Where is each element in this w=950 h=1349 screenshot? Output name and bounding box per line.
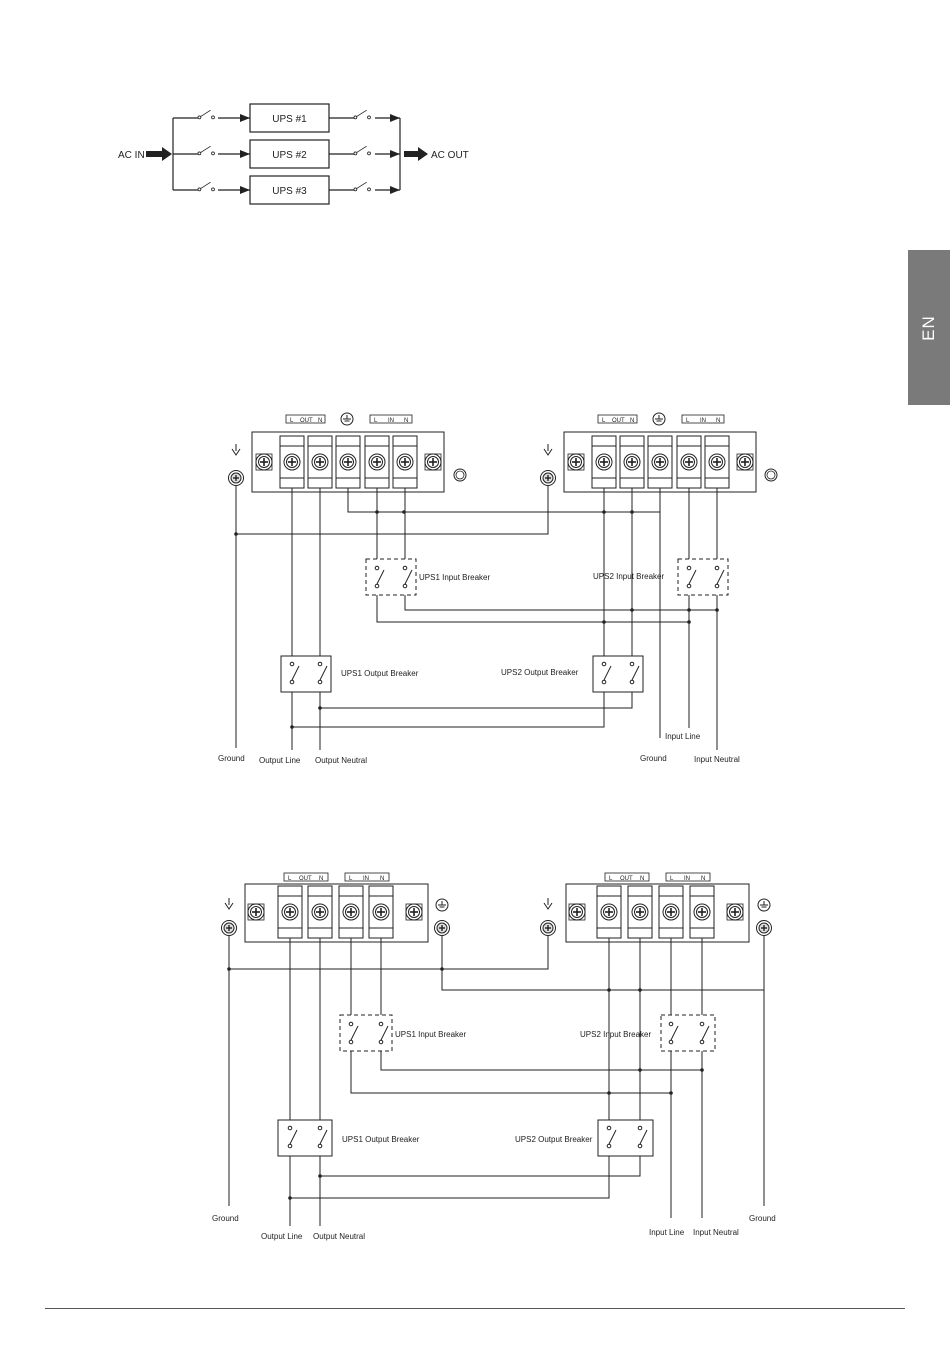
svg-text:L: L [374, 418, 378, 424]
w2-wires [228, 936, 765, 1226]
w2-ups1-terminal-header: L OUT N L IN N [283, 872, 390, 882]
ups-unit-boxes: UPS #1 UPS #2 UPS #3 [249, 103, 330, 205]
svg-text:N: N [630, 418, 634, 424]
w1-ups1-output-breaker-label: UPS1 Output Breaker [341, 669, 419, 678]
ac-out-label: AC OUT [431, 150, 469, 161]
w2-ups1-output-breaker [277, 1119, 333, 1157]
w2-junctions [227, 967, 704, 1200]
w1-ups2-output-breaker-label: UPS2 Output Breaker [501, 668, 579, 677]
svg-text:OUT: OUT [299, 876, 312, 882]
w1-output-line-label: Output Line [259, 756, 301, 765]
w1-input-neutral-label: Input Neutral [694, 755, 740, 764]
svg-text:IN: IN [700, 418, 706, 424]
svg-text:N: N [716, 418, 720, 424]
w1-junctions [234, 510, 719, 729]
svg-text:IN: IN [363, 876, 369, 882]
w1-ups2-input-breaker-label: UPS2 Input Breaker [593, 572, 664, 581]
w2-output-neutral-label: Output Neutral [313, 1232, 365, 1241]
svg-text:OUT: OUT [300, 418, 313, 424]
w1-wires [235, 486, 718, 750]
w2-input-line-label: Input Line [649, 1228, 685, 1237]
w2-ups2-input-breaker [660, 1014, 716, 1052]
w2-ups2-output-breaker [597, 1119, 654, 1157]
svg-text:OUT: OUT [620, 876, 633, 882]
w1-ups2-terminal-block [563, 431, 778, 493]
svg-text:N: N [404, 418, 408, 424]
svg-text:IN: IN [684, 876, 690, 882]
wiring-diagram-2: L OUT N L IN N L OUT N L IN N [212, 872, 776, 1241]
svg-text:L: L [288, 876, 292, 882]
w2-ups1-output-breaker-label: UPS1 Output Breaker [342, 1135, 420, 1144]
svg-text:N: N [380, 876, 384, 882]
footer-divider [45, 1308, 905, 1309]
w1-ups1-input-breaker [365, 558, 417, 596]
w1-ups2-input-breaker [677, 558, 729, 596]
w1-ground-right-label: Ground [640, 754, 667, 763]
w2-ups2-output-breaker-label: UPS2 Output Breaker [515, 1135, 593, 1144]
svg-text:N: N [701, 876, 705, 882]
w2-ground-left-label: Ground [212, 1214, 239, 1223]
svg-text:L: L [670, 876, 674, 882]
ac-in-label: AC IN [118, 150, 145, 161]
ups-3-label: UPS #3 [272, 186, 307, 197]
w2-ups2-terminal-block [565, 883, 750, 943]
svg-text:L: L [349, 876, 353, 882]
w1-input-line-label: Input Line [665, 732, 701, 741]
language-tab-label: EN [919, 314, 938, 341]
w2-ups1-terminal-block [244, 883, 429, 943]
w2-output-line-label: Output Line [261, 1232, 303, 1241]
svg-text:N: N [640, 876, 644, 882]
svg-text:OUT: OUT [612, 418, 625, 424]
svg-text:IN: IN [388, 418, 394, 424]
w2-ups2-terminal-header: L OUT N L IN N [604, 872, 711, 882]
w1-ups1-terminal-header: L OUT N L IN N [285, 412, 413, 426]
svg-text:L: L [609, 876, 613, 882]
w1-ups2-output-breaker [592, 655, 644, 693]
svg-text:L: L [686, 418, 690, 424]
svg-text:N: N [319, 876, 323, 882]
w1-ground-left-label: Ground [218, 754, 245, 763]
w2-input-neutral-label: Input Neutral [693, 1228, 739, 1237]
wiring-diagram-1: L OUT N L IN N L OUT N L IN N [218, 412, 778, 765]
ups-1-label: UPS #1 [272, 114, 307, 125]
w2-ups1-input-breaker [339, 1014, 393, 1052]
w2-ups1-input-breaker-label: UPS1 Input Breaker [395, 1030, 466, 1039]
svg-text:N: N [318, 418, 322, 424]
w2-ground-right-label: Ground [749, 1214, 776, 1223]
language-tab: EN [908, 250, 950, 405]
svg-text:L: L [602, 418, 606, 424]
w1-ups1-input-breaker-label: UPS1 Input Breaker [419, 573, 490, 582]
w1-ups1-terminal-block [251, 431, 467, 493]
w1-output-neutral-label: Output Neutral [315, 756, 367, 765]
block-arrows [146, 114, 428, 194]
ups-2-label: UPS #2 [272, 150, 307, 161]
svg-text:L: L [290, 418, 294, 424]
w2-ups2-input-breaker-label: UPS2 Input Breaker [580, 1030, 651, 1039]
w1-ups1-output-breaker [280, 655, 332, 693]
w1-ups2-terminal-header: L OUT N L IN N [597, 412, 725, 426]
